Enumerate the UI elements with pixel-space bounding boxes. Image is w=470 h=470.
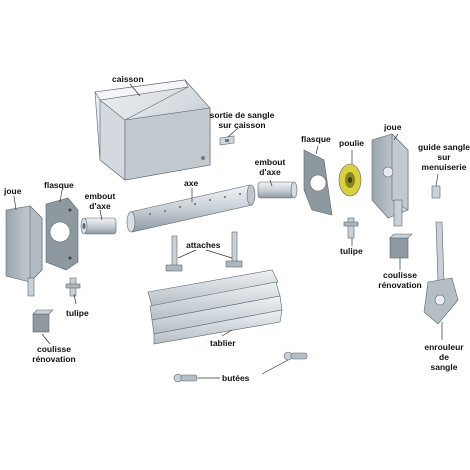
coulisse-left	[32, 309, 54, 333]
label-axe: axe	[184, 178, 198, 188]
labels: caisson sortie de sangle sur caisson jou…	[3, 74, 470, 383]
label-coulisse-left-2: rénovation	[32, 354, 75, 364]
label-coulisse-left: coulisse	[37, 344, 71, 354]
sortie-sangle-piece	[219, 135, 235, 146]
label-joue-right: joue	[383, 122, 402, 132]
enrouleur-sangle	[423, 221, 459, 325]
label-tulipe-left: tulipe	[66, 308, 89, 318]
attaches-right	[225, 231, 243, 268]
label-caisson: caisson	[112, 74, 144, 84]
poulie-wheel	[338, 163, 362, 197]
axe-tube	[126, 184, 256, 233]
label-joue-left: joue	[3, 186, 22, 196]
tulipe-right	[343, 217, 359, 239]
label-flasque-right: flasque	[301, 134, 331, 144]
label-butees: butées	[222, 373, 250, 383]
embout-axe-right	[257, 181, 298, 199]
attaches-left	[165, 235, 183, 272]
joue-right-plate	[371, 133, 409, 227]
label-tablier: tablier	[210, 338, 236, 348]
label-flasque-left: flasque	[44, 180, 74, 190]
coulisse-right	[389, 233, 413, 259]
label-enrouleur-2: de	[439, 352, 449, 362]
label-guide-sangle-3: menuiserie	[422, 162, 467, 172]
flasque-right-plate	[303, 149, 333, 216]
tablier-slats	[147, 269, 283, 345]
label-embout-left: embout	[85, 191, 116, 201]
label-tulipe-right: tulipe	[340, 246, 363, 256]
label-poulie: poulie	[339, 138, 364, 148]
butee-right	[283, 351, 308, 361]
label-sortie-sangle-2: sur caisson	[218, 120, 265, 130]
label-attaches: attaches	[186, 240, 221, 250]
label-guide-sangle: guide sangle	[418, 142, 470, 152]
label-guide-sangle-2: sur	[437, 152, 451, 162]
label-embout-right: embout	[255, 157, 286, 167]
label-enrouleur: enrouleur	[424, 342, 464, 352]
joue-left-plate	[5, 205, 43, 297]
label-coulisse-right-2: rénovation	[378, 280, 421, 290]
caisson-box	[94, 79, 211, 181]
label-embout-left-2: d'axe	[89, 201, 111, 211]
label-sortie-sangle: sortie de sangle	[210, 110, 275, 120]
label-enrouleur-3: sangle	[431, 362, 458, 372]
embout-axe-left	[80, 217, 117, 235]
label-coulisse-right: coulisse	[383, 270, 417, 280]
leader-lines	[13, 83, 443, 379]
flasque-left-plate	[45, 197, 79, 271]
guide-sangle-piece	[431, 185, 441, 199]
tulipe-left	[65, 277, 81, 297]
label-embout-right-2: d'axe	[259, 167, 281, 177]
butee-left	[173, 373, 198, 383]
